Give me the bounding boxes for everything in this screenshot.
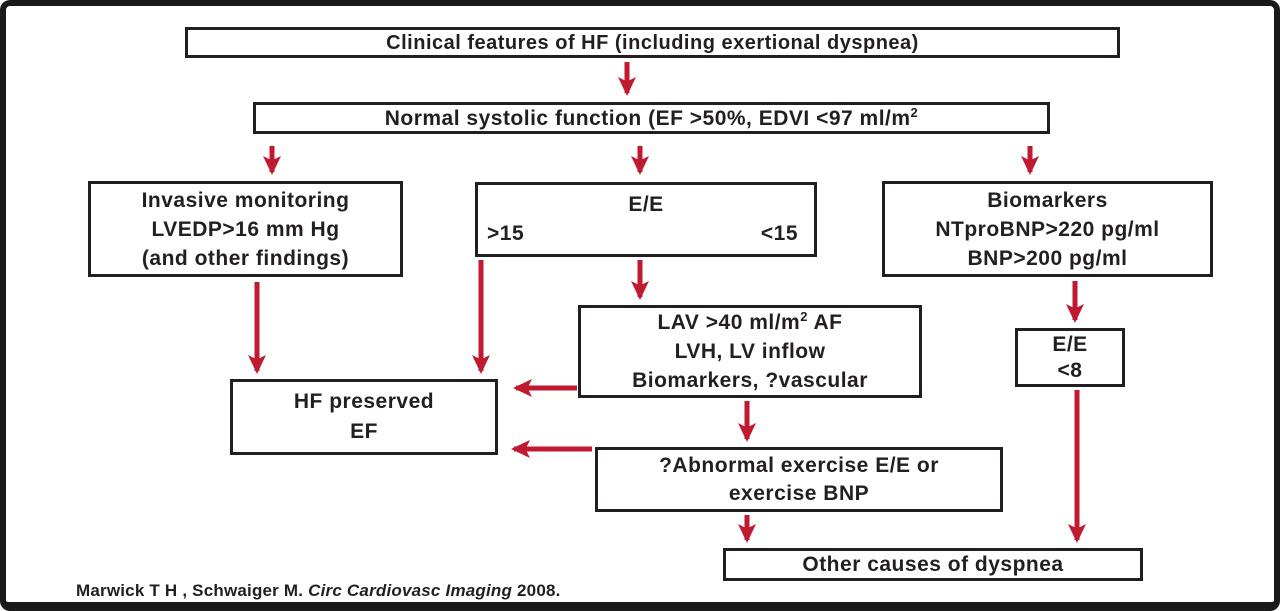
other-causes-label: Other causes of dyspnea: [802, 552, 1064, 576]
citation-text: Marwick T H , Schwaiger M. Circ Cardiova…: [76, 581, 561, 601]
node-normal-systolic-label: Normal systolic function (EF >50%, EDVI …: [384, 104, 919, 130]
superscript-2: 2: [800, 309, 808, 324]
node-clinical-features-label: Clinical features of HF (including exert…: [386, 31, 919, 54]
abnormal-line-2: exercise BNP: [728, 481, 870, 505]
node-lav-criteria: LAV >40 ml/m2 AF LVH, LV inflow Biomarke…: [578, 305, 922, 398]
node-biomarkers: Biomarkers NTproBNP>220 pg/ml BNP>200 pg…: [882, 181, 1213, 277]
node-ee-ratio: E/E >15 <15: [475, 182, 817, 257]
hf-line-2: EF: [350, 420, 378, 443]
ee-title: E/E: [628, 193, 664, 216]
invasive-line-2: LVEDP>16 mm Hg: [151, 217, 340, 241]
node-abnormal-exercise: ?Abnormal exercise E/E or exercise BNP: [595, 447, 1003, 512]
node-hf-preserved-ef: HF preserved EF: [230, 379, 498, 455]
invasive-line-1: Invasive monitoring: [141, 188, 350, 212]
node-ee-lt8: E/E <8: [1015, 328, 1125, 387]
ee8-line-2: <8: [1057, 358, 1083, 382]
biomarkers-line-2: NTproBNP>220 pg/ml: [935, 217, 1160, 241]
citation-journal: Circ Cardiovasc Imaging: [308, 581, 513, 600]
biomarkers-line-3: BNP>200 pg/ml: [967, 246, 1128, 270]
ee-values-row: >15 <15: [478, 219, 814, 248]
lav-line-3: Biomarkers, ?vascular: [632, 369, 868, 392]
node-other-causes-dyspnea: Other causes of dyspnea: [723, 548, 1143, 581]
node-normal-systolic-function: Normal systolic function (EF >50%, EDVI …: [253, 102, 1050, 134]
invasive-line-3: (and other findings): [141, 246, 350, 270]
ee-gt15-label: >15: [487, 222, 525, 245]
lav-line-2: LVH, LV inflow: [674, 340, 826, 363]
citation-authors: Marwick T H , Schwaiger M.: [76, 581, 309, 600]
node-invasive-monitoring: Invasive monitoring LVEDP>16 mm Hg (and …: [88, 181, 403, 277]
biomarkers-line-1: Biomarkers: [987, 188, 1108, 212]
abnormal-line-1: ?Abnormal exercise E/E or: [659, 453, 939, 477]
node-clinical-features: Clinical features of HF (including exert…: [185, 27, 1120, 58]
lav-line-1: LAV >40 ml/m2 AF: [657, 309, 843, 334]
ee-lt15-label: <15: [760, 222, 798, 245]
superscript-2: 2: [910, 104, 919, 120]
ee8-line-1: E/E: [1052, 332, 1088, 356]
citation-year: 2008.: [512, 581, 561, 600]
hf-line-1: HF preserved: [293, 390, 435, 413]
